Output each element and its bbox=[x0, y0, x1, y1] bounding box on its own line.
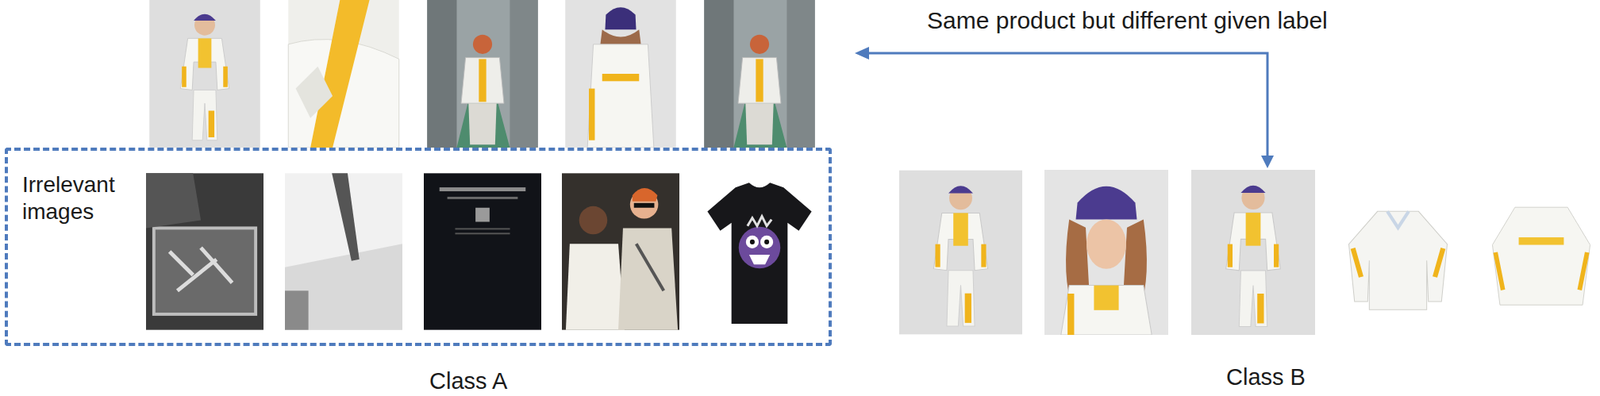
class-label: Class A bbox=[426, 368, 510, 395]
photo bbox=[288, 0, 400, 148]
photo bbox=[146, 173, 264, 330]
photo bbox=[703, 0, 816, 148]
arrow-head bbox=[1261, 155, 1274, 169]
photo bbox=[423, 173, 542, 330]
photo bbox=[284, 173, 403, 330]
group-title: Irrelevant images bbox=[22, 171, 142, 225]
arrow-head bbox=[854, 46, 870, 60]
photo bbox=[1484, 176, 1598, 327]
photo bbox=[149, 0, 261, 148]
arrow-line bbox=[866, 53, 1268, 159]
photo bbox=[899, 170, 1023, 335]
photo bbox=[1336, 170, 1460, 335]
photo bbox=[561, 173, 680, 330]
photo bbox=[426, 0, 539, 148]
dashed-group: Irrelevant images bbox=[4, 147, 832, 347]
photo bbox=[699, 171, 820, 332]
class-label: Class B bbox=[1223, 364, 1308, 391]
photo bbox=[1191, 169, 1316, 335]
photo bbox=[1044, 169, 1169, 335]
arrow-label: Same product but different given label bbox=[924, 7, 1331, 35]
photo bbox=[565, 0, 677, 148]
